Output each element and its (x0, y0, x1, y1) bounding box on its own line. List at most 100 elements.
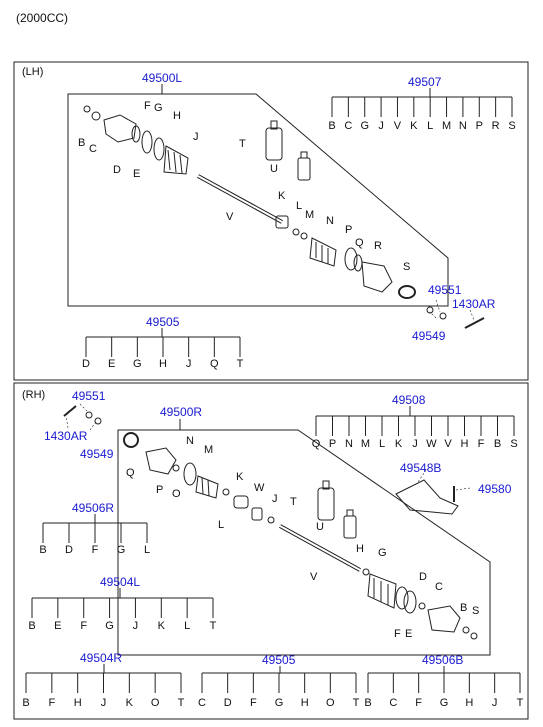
rh-kit-49504L-letter: J (133, 620, 139, 632)
lh-kit-49505-letter: E (108, 358, 115, 370)
rh-kit-49504L-letter: E (54, 620, 61, 632)
rh-callout-s: S (472, 605, 479, 617)
lh-callout-l: L (296, 200, 302, 212)
lh-callout-j: J (193, 131, 199, 143)
lh-callout-e: E (133, 168, 140, 180)
lh-callout-d: D (113, 164, 121, 176)
rh-callout-e: E (405, 628, 412, 640)
lh-kit-49507-letter: M (442, 120, 451, 132)
lh-kit-49507-letter: B (328, 120, 335, 132)
rh-kit-49508-letter: L (379, 438, 385, 450)
lh-callout-u: U (270, 163, 278, 175)
rh-callout-w: W (254, 482, 265, 494)
lh-inner-joint (275, 215, 416, 299)
rh-kit-49504L-number: 49504L (100, 575, 140, 589)
lh-callout-v: V (226, 211, 234, 223)
rh-inner-joint (123, 432, 275, 524)
rh-callout-u: U (316, 521, 324, 533)
lh-kit-49507-letter: V (394, 120, 402, 132)
lh-callout-f: F (144, 100, 151, 112)
rh-callout-g: G (378, 547, 387, 559)
rh-kit-49506B-letter: C (389, 697, 397, 709)
lh-kit-49507-letter: R (492, 120, 500, 132)
rh-kit-49508-letter: V (444, 438, 452, 450)
rh-callout-f: F (394, 628, 401, 640)
rh-kit-49504R-letter: B (22, 697, 29, 709)
rh-kit-49504R-letter: T (178, 697, 185, 709)
rh-kit-49508-letter: B (494, 438, 501, 450)
rh-callout-n: N (186, 435, 194, 447)
rh-callout-d: D (419, 571, 427, 583)
rh-kit-49506R-letter: F (92, 544, 99, 556)
rh-outer-joint (362, 568, 478, 640)
lh-kit-49507-letter: K (410, 120, 418, 132)
lh-kit-49505-letter: H (159, 358, 167, 370)
lh-callout-c: C (89, 143, 97, 155)
rh-section-label: (RH) (22, 389, 45, 401)
rh-callout-m: M (204, 444, 213, 456)
rh-kit-49506R-letter: B (39, 544, 46, 556)
rh-kit-49506R-letter: G (117, 544, 126, 556)
lh-assembly-number: 49500L (142, 71, 182, 85)
lh-callout-b: B (78, 137, 85, 149)
rh-bolt-hardware (63, 405, 102, 425)
rh-kit-49504L-letter: K (158, 620, 166, 632)
lh-kit-49507-number: 49507 (408, 75, 442, 89)
rh-kit-49504L-letter: G (105, 620, 114, 632)
lh-kit-49507-letter: C (344, 120, 352, 132)
lh-callout-m: M (305, 209, 314, 221)
lh-section-label: (LH) (22, 66, 43, 78)
lh-kit-49507-letter: P (476, 120, 483, 132)
lh-bolt-49549: 49549 (412, 329, 446, 343)
lh-kit-49507-letter: J (378, 120, 384, 132)
rh-bolt-49580: 49580 (478, 482, 512, 496)
rh-kit-49506R-letter: D (65, 544, 73, 556)
rh-kit-49508-letter: P (329, 438, 336, 450)
lh-section-frame (13, 61, 529, 381)
lh-grease-tubes (265, 120, 311, 181)
lh-callout-s: S (403, 261, 410, 273)
rh-kit-49504R-tree (25, 664, 182, 693)
rh-kit-49506B-letter: B (364, 697, 371, 709)
rh-kit-49508-letter: F (478, 438, 485, 450)
rh-callout-h: H (356, 543, 364, 555)
rh-kit-49506B-letter: J (492, 697, 498, 709)
rh-kit-49505-letter: G (275, 697, 284, 709)
rh-kit-49504R-letter: K (126, 697, 134, 709)
rh-kit-49505-letter: D (224, 697, 232, 709)
rh-kit-49506R-letter: L (144, 544, 150, 556)
lh-kit-49505-letter: J (186, 358, 192, 370)
rh-assembly-outline (117, 429, 491, 656)
rh-kit-49508-letter: J (412, 438, 418, 450)
lh-callout-g: G (154, 102, 163, 114)
rh-kit-49504R-number: 49504R (80, 651, 122, 665)
lh-assembly-outline (67, 93, 449, 307)
rh-callout-j: J (272, 493, 278, 505)
rh-kit-49506B-tree (367, 666, 521, 693)
lh-callout-q: Q (355, 237, 364, 249)
lh-kit-49505-tree (85, 328, 241, 357)
rh-bolt-49549: 49549 (80, 447, 114, 461)
lh-kit-49507-letter: N (459, 120, 467, 132)
rh-callout-k: K (236, 471, 244, 483)
lh-kit-49505-letter: D (82, 358, 90, 370)
rh-kit-49506B-letter: H (465, 697, 473, 709)
rh-bolt-1430AR: 1430AR (44, 429, 88, 443)
lh-outer-joint (83, 105, 189, 175)
rh-kit-49505-number: 49505 (262, 653, 296, 667)
rh-callout-t: T (290, 496, 297, 508)
rh-kit-49508-letter: M (361, 438, 370, 450)
rh-kit-49505-letter: F (250, 697, 257, 709)
rh-drive-shaft (279, 524, 361, 572)
rh-kit-49505-letter: O (326, 697, 335, 709)
rh-callout-p: P (156, 484, 163, 496)
rh-kit-49506B-letter: G (440, 697, 449, 709)
rh-kit-49504L-letter: F (80, 620, 87, 632)
rh-bracket-49548B: 49548B (400, 461, 441, 475)
rh-callout-b: B (460, 602, 467, 614)
lh-bolt-1430AR: 1430AR (452, 297, 496, 311)
lh-kit-49507-tree (331, 88, 513, 117)
engine-label: (2000CC) (16, 11, 68, 25)
lh-callout-n: N (326, 215, 334, 227)
